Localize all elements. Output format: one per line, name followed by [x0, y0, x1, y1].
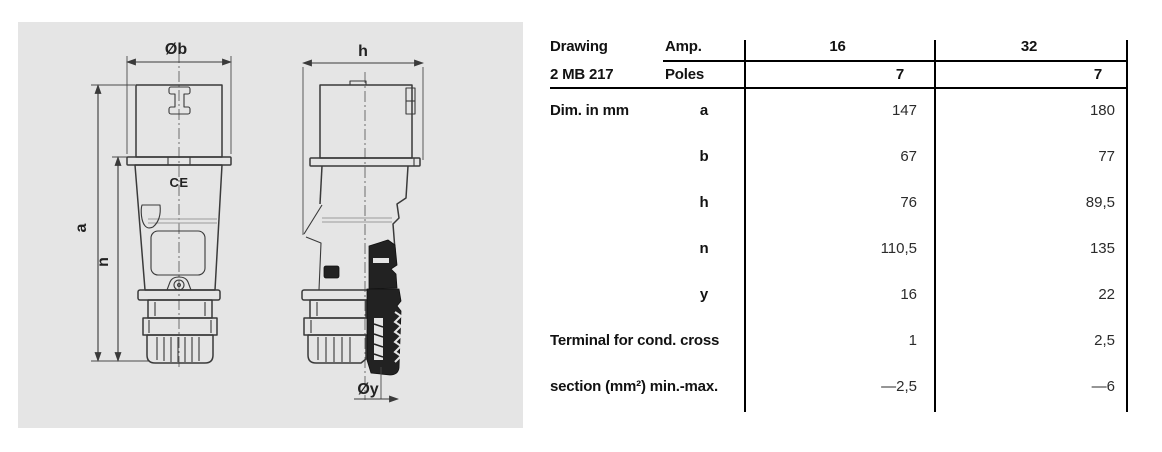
poles-value-32: 7 [1093, 65, 1102, 83]
table-rule-under-amp [663, 60, 1128, 62]
dim-row-label-h: h [699, 194, 709, 212]
gland-knurl-ribs-side [317, 337, 351, 362]
latch-button-icon [323, 265, 340, 279]
dim-n-32: 135 [1089, 240, 1115, 258]
gland-upper-side [309, 299, 367, 319]
ce-mark: CE [169, 175, 188, 190]
dim-unit-label: Dim. in mm [550, 102, 629, 120]
table-grid: Drawing Amp. 16 32 2 MB 217 Poles 7 7 Di… [550, 33, 1128, 410]
label-recess [150, 230, 206, 276]
dim-y-16: 16 [900, 286, 917, 304]
terminal-16: 1 [908, 332, 917, 350]
plug-body-side [319, 165, 323, 205]
spacer-cell [550, 272, 663, 318]
dim-n-16: 110,5 [880, 240, 917, 258]
amp-col-32: 32 [1020, 38, 1038, 56]
terminal-label-line2: section (mm²) min.-max. [550, 378, 718, 396]
clamp-section-dark [368, 239, 398, 290]
spacer-cell [550, 134, 663, 180]
amp-col-16: 16 [829, 38, 846, 56]
spacer-cell [550, 226, 663, 272]
gland-knurl-ribs [156, 337, 200, 362]
dim-b-32: 77 [1098, 148, 1115, 166]
table-vertical-divider-2 [934, 40, 936, 412]
terminal-label-line1: Terminal for cond. cross [550, 332, 720, 350]
dim-row-label-b: b [699, 148, 709, 166]
plug-flange-side [309, 157, 421, 167]
cap-handle-icon [168, 86, 191, 115]
section-16: —2,5 [881, 378, 917, 396]
front-view-drawing: Øb a n [73, 41, 232, 368]
dim-y-32: 22 [1098, 286, 1115, 304]
thread-section-icon [393, 311, 403, 363]
dim-label-n: n [95, 257, 112, 267]
plug-collar-side [301, 289, 371, 301]
gland-upper-front [147, 299, 213, 319]
dim-row-label-a: a [699, 102, 709, 120]
dim-h-16: 76 [900, 194, 917, 212]
thumb-groove-icon [140, 204, 161, 229]
amp-label: Amp. [665, 38, 702, 56]
drawing-panel: Øb a n [18, 22, 523, 428]
table-vertical-divider-3 [1126, 40, 1128, 412]
dim-label-h: h [358, 43, 368, 60]
dim-label-a: a [73, 223, 90, 232]
plug-cap-side [319, 84, 413, 159]
spring-section-icon [373, 323, 384, 358]
gland-ring-front [142, 317, 218, 336]
dim-a-16: 147 [891, 102, 917, 120]
section-32: —6 [1091, 378, 1115, 396]
terminal-32: 2,5 [1094, 332, 1115, 350]
poles-value-16: 7 [895, 65, 904, 83]
dim-row-label-n: n [699, 240, 709, 258]
screw-mount-icon [166, 276, 192, 291]
spacer-cell [550, 180, 663, 226]
dimension-table: Drawing Amp. 16 32 2 MB 217 Poles 7 7 Di… [550, 33, 1128, 415]
side-view-drawing: h [301, 43, 424, 403]
dim-label-y: Øy [357, 381, 378, 398]
table-vertical-divider-1 [744, 40, 746, 412]
table-rule-under-poles [550, 87, 1128, 89]
dim-h-32: 89,5 [1085, 194, 1115, 212]
gland-ring-side [303, 317, 371, 336]
dim-b-16: 67 [900, 148, 917, 166]
drawing-number: 2 MB 217 [550, 65, 614, 83]
gland-nut-front [146, 334, 214, 364]
dim-a-32: 180 [1089, 102, 1115, 120]
poles-label: Poles [665, 65, 705, 83]
dim-row-label-y: y [699, 286, 709, 304]
gland-nut-side [307, 334, 367, 364]
drawing-label: Drawing [550, 38, 608, 56]
dim-label-b: Øb [165, 41, 187, 58]
technical-drawing: Øb a n [73, 41, 424, 403]
